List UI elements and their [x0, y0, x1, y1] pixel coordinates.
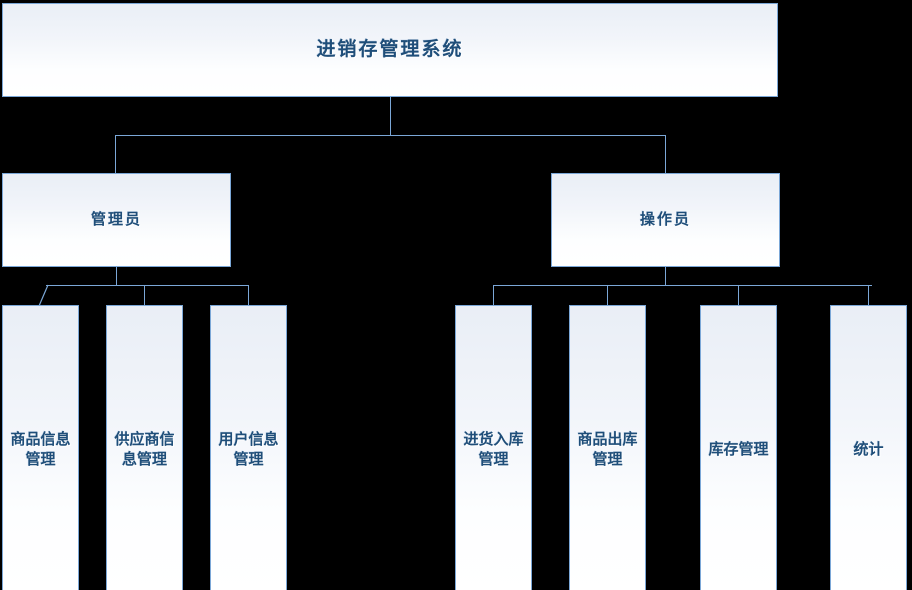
connector-root-down	[390, 97, 391, 135]
connector-operator-child-4	[868, 285, 869, 305]
node-goods-outbound-management[interactable]: 商品出库管理	[569, 305, 646, 590]
node-label-goods-outbound-management: 商品出库管理	[577, 430, 638, 468]
connector-operator-horizontal	[493, 285, 872, 286]
connector-to-operator	[665, 135, 666, 173]
node-label-purchase-inbound-management: 进货入库管理	[463, 430, 524, 468]
node-inventory-management[interactable]: 库存管理	[700, 305, 777, 590]
node-label-operator: 操作员	[639, 210, 691, 229]
connector-level2-horizontal	[115, 135, 666, 136]
node-label-system-root: 进销存管理系统	[316, 38, 464, 61]
connector-operator-child-1	[493, 285, 494, 305]
node-goods-info-management[interactable]: 商品信息管理	[2, 305, 79, 590]
node-system-root[interactable]: 进销存管理系统	[2, 3, 778, 97]
node-label-statistics: 统计	[853, 440, 884, 459]
node-label-administrator: 管理员	[90, 210, 142, 229]
connector-admin-child-1-diagonal	[38, 284, 49, 307]
node-operator[interactable]: 操作员	[551, 173, 780, 267]
node-supplier-info-management[interactable]: 供应商信息管理	[106, 305, 183, 590]
node-label-goods-info-management: 商品信息管理	[10, 430, 71, 468]
connector-admin-child-2	[144, 285, 145, 305]
connector-admin-horizontal	[46, 285, 249, 286]
node-label-supplier-info-management: 供应商信息管理	[114, 430, 175, 468]
connector-operator-child-2	[607, 285, 608, 305]
node-statistics[interactable]: 统计	[830, 305, 907, 590]
connector-operator-child-3	[738, 285, 739, 305]
connector-operator-down	[665, 267, 666, 285]
node-label-user-info-management: 用户信息管理	[218, 430, 279, 468]
node-purchase-inbound-management[interactable]: 进货入库管理	[455, 305, 532, 590]
node-administrator[interactable]: 管理员	[2, 173, 231, 267]
node-label-inventory-management: 库存管理	[708, 440, 769, 459]
connector-to-admin	[115, 135, 116, 173]
node-user-info-management[interactable]: 用户信息管理	[210, 305, 287, 590]
connector-admin-down	[116, 267, 117, 285]
connector-admin-child-3	[248, 285, 249, 305]
